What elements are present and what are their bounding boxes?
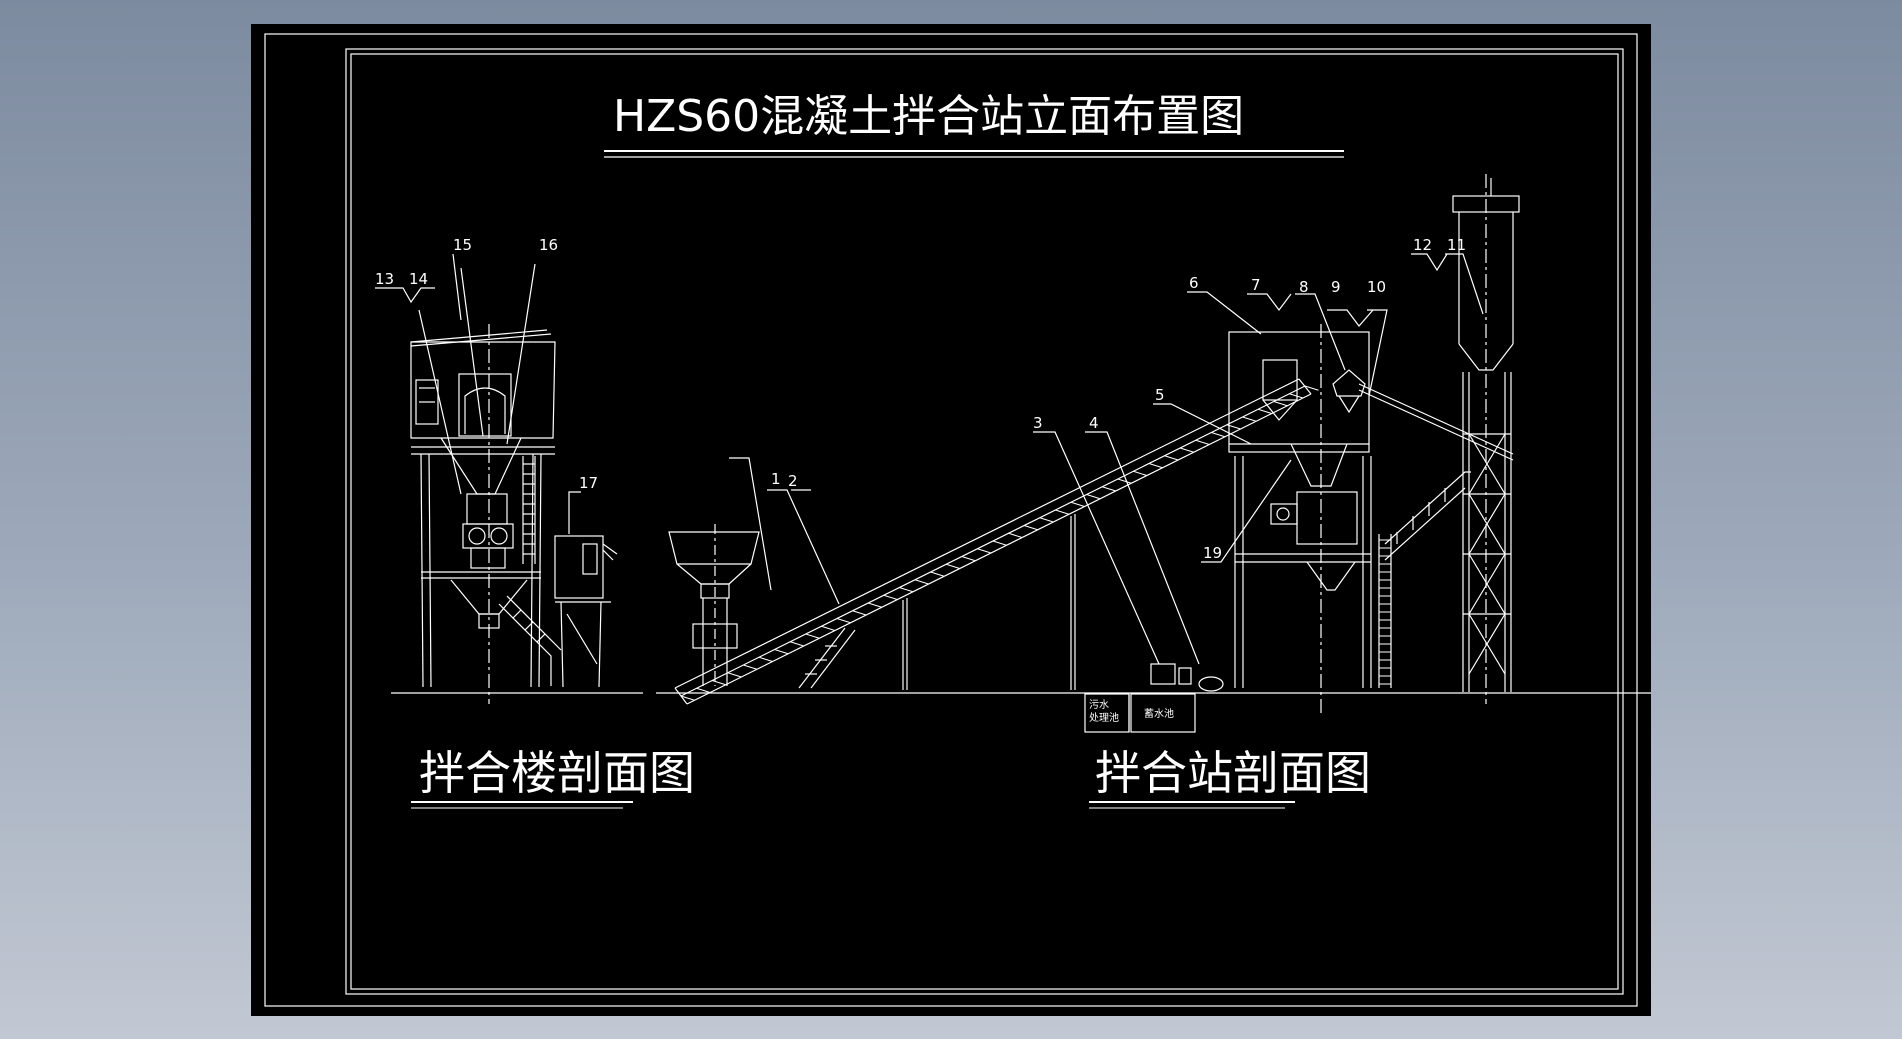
inner-frame-2	[350, 53, 1619, 990]
callout-13: 13	[375, 270, 394, 288]
callout-14: 14	[409, 270, 428, 288]
callout-11: 11	[1447, 236, 1466, 254]
callout-2: 2	[788, 472, 798, 490]
callout-9: 9	[1331, 278, 1341, 296]
outer-frame	[264, 33, 1638, 1007]
callout-7: 7	[1251, 276, 1261, 294]
drawing-sheet: HZS60混凝土拌合站立面布置图 拌合楼剖面图 拌合站剖面图 污水 处理池 蓄水…	[251, 24, 1651, 1016]
callout-8: 8	[1299, 278, 1309, 296]
right-caption: 拌合站剖面图	[1095, 746, 1371, 800]
cement-silo	[1452, 174, 1520, 704]
water-tanks	[1084, 663, 1224, 733]
callout-6: 6	[1189, 274, 1199, 292]
callout-19: 19	[1203, 544, 1222, 562]
callout-3: 3	[1033, 414, 1043, 432]
callout-5: 5	[1155, 386, 1165, 404]
mixing-tower-left	[410, 324, 618, 704]
tank-label-sewage: 污水	[1089, 699, 1109, 711]
mixing-plant-right	[1228, 324, 1392, 714]
tank-label-storage: 蓄水池	[1144, 707, 1174, 720]
callout-10: 10	[1367, 278, 1386, 296]
callout-12: 12	[1413, 236, 1432, 254]
tank-label-sewage-2: 处理池	[1089, 711, 1119, 724]
cad-drawing: HZS60混凝土拌合站立面布置图 拌合楼剖面图 拌合站剖面图 污水 处理池 蓄水…	[264, 33, 1651, 1007]
inner-frame	[345, 48, 1624, 995]
callout-4: 4	[1089, 414, 1099, 432]
aggregate-hopper	[668, 524, 760, 686]
callout-1: 1	[771, 470, 781, 488]
callout-15: 15	[453, 236, 472, 254]
left-caption: 拌合楼剖面图	[419, 746, 695, 800]
control-room	[554, 535, 604, 599]
callout-16: 16	[539, 236, 558, 254]
drawing-title: HZS60混凝土拌合站立面布置图	[613, 91, 1244, 142]
callout-17: 17	[579, 474, 598, 492]
